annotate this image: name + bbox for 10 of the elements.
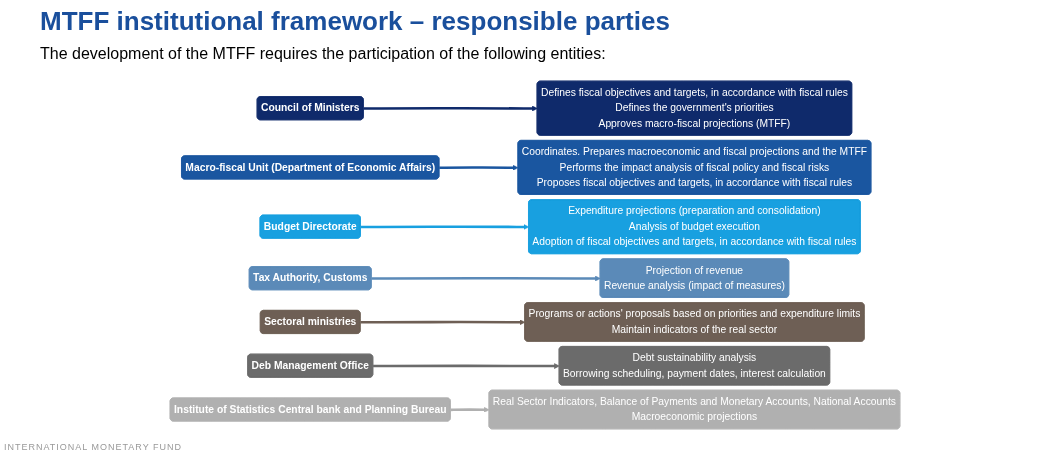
footer-text: INTERNATIONAL MONETARY FUND bbox=[4, 442, 182, 452]
arrow bbox=[439, 164, 519, 171]
arrow bbox=[360, 224, 530, 230]
arrow bbox=[371, 275, 601, 282]
arrow bbox=[363, 105, 538, 112]
subtitle: The development of the MTFF requires the participation of the following entities: bbox=[40, 45, 606, 63]
arrow bbox=[360, 319, 526, 326]
arrow bbox=[450, 406, 490, 413]
arrow bbox=[373, 363, 560, 369]
title: MTFF institutional framework – responsible parties bbox=[40, 6, 670, 37]
